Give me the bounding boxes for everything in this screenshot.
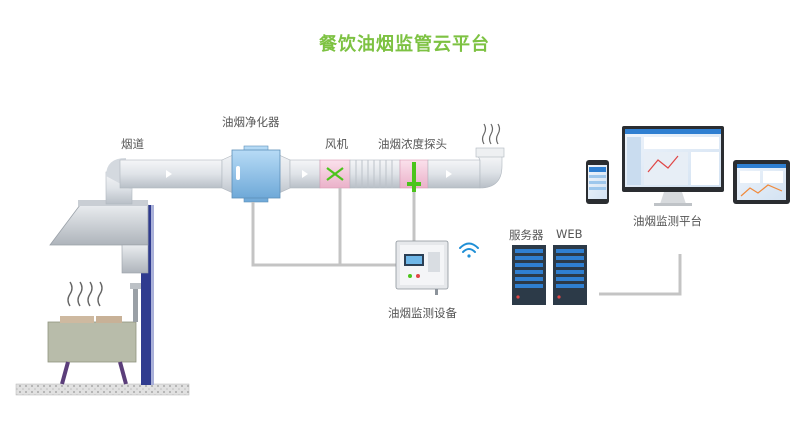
smoke-wave-icon bbox=[481, 123, 501, 145]
diagram-title: 餐饮油烟监管云平台 bbox=[319, 34, 490, 55]
stove bbox=[47, 321, 137, 363]
server-rack bbox=[512, 245, 546, 305]
web-rack bbox=[553, 245, 587, 305]
kitchen-hood bbox=[49, 204, 149, 246]
signal-wiring bbox=[251, 188, 682, 296]
monitoring-device bbox=[395, 240, 449, 295]
label-purifier: 油烟净化器 bbox=[222, 115, 280, 129]
smoke-wave-icon bbox=[67, 281, 103, 307]
monitor-icon bbox=[622, 126, 724, 206]
label-fan: 风机 bbox=[325, 137, 348, 151]
label-server: 服务器 bbox=[509, 228, 544, 242]
tablet-icon bbox=[733, 160, 790, 204]
phone-icon bbox=[586, 160, 609, 204]
label-device: 油烟监测设备 bbox=[388, 306, 457, 320]
wifi-icon bbox=[459, 242, 479, 258]
label-flue: 烟道 bbox=[121, 137, 144, 151]
label-platform: 油烟监测平台 bbox=[633, 214, 702, 228]
label-probe: 油烟浓度探头 bbox=[378, 137, 447, 151]
ground bbox=[15, 383, 190, 396]
label-web: WEB bbox=[556, 227, 583, 241]
wall-pillar bbox=[141, 205, 152, 385]
